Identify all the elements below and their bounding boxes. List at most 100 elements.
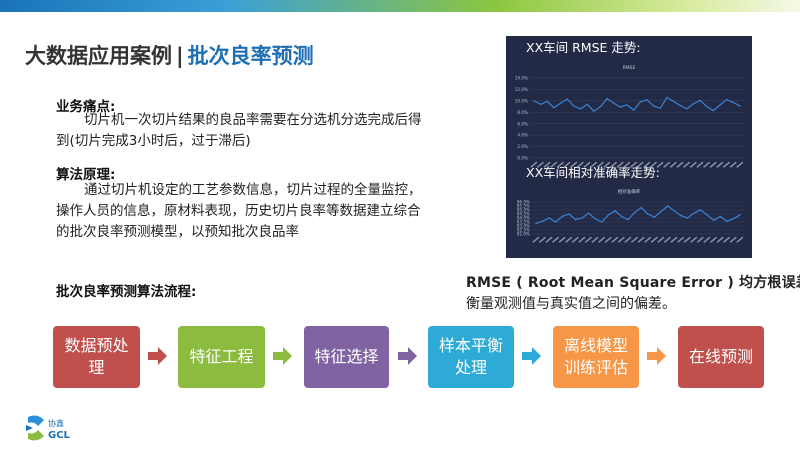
x-tick-mark	[578, 236, 586, 243]
data-point	[553, 107, 555, 109]
arrow-right-icon	[522, 347, 541, 365]
x-tick-mark	[532, 236, 540, 243]
x-tick-mark	[677, 236, 685, 243]
data-point	[646, 99, 648, 101]
flow-step-sample-balance: 样本平衡处理	[428, 326, 514, 388]
x-tick-mark	[676, 161, 684, 168]
y-tick-label: 95.5%	[517, 204, 530, 209]
x-tick-mark	[545, 236, 553, 243]
x-tick-mark	[736, 161, 744, 168]
arrow-right-icon	[148, 347, 167, 365]
x-tick-mark	[689, 161, 697, 168]
y-tick-label: 4.0%	[517, 133, 528, 138]
x-tick-mark	[565, 236, 573, 243]
svg-text:GCL: GCL	[48, 430, 71, 441]
x-tick-mark	[709, 236, 718, 243]
x-tick-mark	[670, 236, 678, 243]
chart-subtitle-rmse: RMSE	[623, 65, 636, 71]
y-tick-label: 92.5%	[517, 228, 530, 233]
x-tick-mark	[598, 236, 606, 243]
x-tick-mark	[551, 236, 560, 243]
x-tick-mark	[571, 236, 579, 243]
data-point	[548, 217, 550, 219]
arrow-right-icon	[647, 347, 666, 365]
data-point	[672, 100, 675, 103]
data-point	[627, 218, 629, 221]
data-point	[573, 105, 575, 107]
data-point	[640, 206, 642, 209]
x-tick-mark	[683, 161, 691, 168]
x-tick-mark	[584, 236, 592, 243]
data-point	[659, 107, 661, 110]
data-point	[606, 97, 608, 100]
y-tick-label: 93.5%	[517, 220, 530, 225]
x-tick-mark	[649, 161, 657, 168]
flow-step-feature-engineering: 特征工程	[178, 326, 265, 388]
top-accent-bar	[0, 0, 800, 12]
data-point	[566, 98, 568, 100]
data-point	[739, 214, 741, 216]
x-tick-mark	[690, 236, 698, 243]
x-tick-mark	[576, 161, 584, 168]
x-tick-mark	[669, 161, 677, 168]
x-tick-mark	[583, 161, 591, 168]
x-tick-mark	[729, 236, 737, 243]
data-point	[726, 99, 728, 101]
data-point	[568, 213, 570, 215]
x-tick-mark	[623, 161, 631, 168]
data-point	[653, 216, 656, 218]
data-point	[613, 102, 615, 104]
data-point	[639, 101, 641, 103]
series-line	[535, 205, 741, 225]
data-point	[546, 100, 548, 103]
data-point	[555, 221, 557, 223]
gcl-logo: 协鑫 GCL	[26, 415, 71, 441]
x-tick-mark	[696, 236, 704, 243]
x-tick-mark	[716, 236, 724, 243]
data-point	[601, 221, 603, 223]
flow-step-online-predict: 在线预测	[678, 326, 764, 388]
x-tick-mark	[723, 236, 731, 243]
pain-text: 切片机一次切片结果的良品率需要在分选机分选完成后得到(切片完成3小时后，过于滞后…	[56, 112, 422, 149]
y-tick-label: 12.0%	[515, 87, 528, 92]
rmse-description: 衡量观测值与真实值之间的偏差。	[466, 296, 676, 312]
data-point	[581, 217, 583, 219]
x-tick-mark	[637, 236, 645, 243]
flow-step-offline-training: 离线模型训练评估	[553, 326, 639, 388]
data-point	[726, 220, 728, 222]
y-tick-label: 2.0%	[517, 144, 528, 149]
data-point	[673, 210, 675, 212]
x-tick-mark	[663, 161, 671, 168]
rmse-definition: RMSE ( Root Mean Square Error ) 均方根误差	[466, 275, 800, 291]
y-tick-label: 96.0%	[517, 200, 530, 205]
x-tick-mark	[624, 236, 632, 243]
x-tick-mark	[603, 161, 611, 168]
data-point	[539, 103, 542, 106]
data-point	[614, 210, 616, 212]
x-tick-mark	[696, 161, 704, 168]
x-tick-mark	[609, 161, 618, 168]
x-tick-mark	[644, 236, 652, 243]
data-point	[634, 211, 636, 214]
arrow-right-icon	[273, 347, 292, 365]
data-point	[593, 110, 595, 112]
x-tick-mark	[616, 161, 624, 168]
data-point	[732, 218, 735, 220]
page-title: 大数据应用案例|批次良率预测	[25, 40, 314, 70]
data-point	[594, 218, 596, 220]
data-point	[686, 108, 688, 110]
data-point	[739, 105, 741, 107]
x-tick-mark	[596, 161, 604, 168]
x-tick-mark	[570, 161, 578, 168]
chart-title-accuracy: XX车间相对准确率走势:	[526, 165, 660, 180]
y-tick-label: 8.0%	[517, 110, 528, 115]
x-tick-mark	[611, 236, 619, 243]
title-main: 大数据应用案例	[25, 44, 172, 68]
x-tick-mark	[657, 236, 665, 243]
data-point	[666, 205, 669, 207]
x-tick-mark	[729, 161, 737, 168]
y-tick-label: 93.0%	[517, 224, 530, 229]
flow-step-feature-selection: 特征选择	[304, 326, 389, 388]
data-point	[719, 215, 721, 218]
data-point	[686, 217, 689, 219]
